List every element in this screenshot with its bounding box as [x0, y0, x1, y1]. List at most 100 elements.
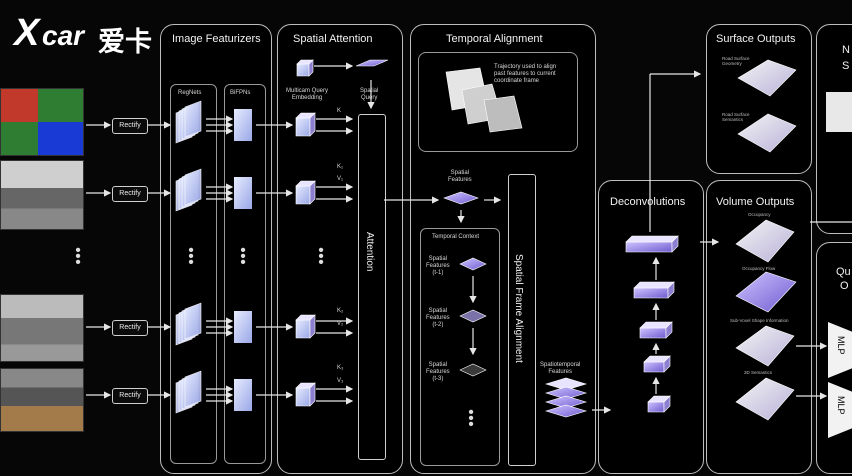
feat-t3-slab — [459, 363, 487, 377]
deconv-cube-2-side — [665, 321, 673, 339]
kv-cube-2-side — [309, 180, 316, 205]
deconv-cube-4-side — [663, 395, 671, 413]
rectify-button-4: Rectify — [112, 388, 148, 404]
v-label-3: V₃ — [337, 378, 344, 384]
brand-cn: 爱卡 — [98, 27, 152, 57]
multicam-cube-front — [296, 63, 310, 77]
kv-cube-4-side — [309, 382, 316, 407]
kv-cube-1-front — [295, 117, 311, 137]
mlp-label-2: MLP — [836, 396, 846, 415]
spatial-attention-title: Spatial Attention — [293, 33, 373, 45]
deconv-cube-4-front — [647, 401, 665, 413]
bifpn-block-2 — [234, 177, 252, 209]
spatiotemporal-layer-2 — [544, 395, 588, 409]
k-label-1: K₁ — [337, 164, 344, 170]
v-label-1: V₁ — [337, 176, 344, 182]
deconv-cube-0-top — [625, 235, 679, 243]
camera-frame-4 — [0, 368, 84, 432]
surface-shape-1 — [737, 59, 797, 97]
feat-t3-label: Spatial Features (t-3) — [426, 362, 450, 382]
right-top-title-s: S — [842, 60, 850, 72]
surface-geom-b: Road Surface Semantics — [722, 112, 750, 122]
feat-t1-slab — [459, 257, 487, 271]
spatial-features-current — [443, 191, 479, 205]
spatial-query-slab — [355, 59, 389, 67]
temporal-alignment-title: Temporal Alignment — [446, 33, 543, 45]
regnet-stack-2-layer-3 — [184, 168, 202, 206]
bifpn-block-4 — [234, 379, 252, 411]
k-label-2: K₂ — [337, 308, 344, 314]
surface-geom-a: Road Surface Geometry — [722, 56, 750, 66]
brand-logo: X car 爱卡 — [14, 12, 174, 57]
trajectory-note: Trajectory used to align past features t… — [494, 64, 557, 84]
volume-shape-occupancy — [735, 219, 795, 263]
ellipsis-temporal: ••• — [468, 404, 474, 433]
regnets-label: RegNets — [178, 90, 202, 96]
spatiotemporal-label: Spatiotemporal Features — [540, 362, 581, 375]
deconv-cube-1-top — [633, 281, 675, 289]
ellipsis-spatial: ••• — [318, 242, 324, 271]
volume-subvoxel: Sub-Voxel Shape Information — [730, 318, 789, 323]
v-label-2: V₂ — [337, 321, 344, 327]
spatial-features-label: Spatial Features — [448, 170, 472, 183]
temporal-context-label: Temporal Context — [432, 234, 480, 240]
regnets-column — [170, 84, 217, 464]
feat-t2-label: Spatial Features (t-2) — [426, 308, 450, 328]
spatiotemporal-layer-3 — [544, 404, 588, 418]
image-featurizers-title: Image Featurizers — [172, 33, 261, 45]
queries-title-2: O — [840, 280, 849, 292]
multicam-query-label: Multicam Query Embedding — [286, 88, 329, 101]
surface-outputs-panel — [706, 24, 812, 174]
mlp-label-1: MLP — [836, 336, 846, 355]
kv-cube-2-front — [295, 185, 311, 205]
volume-flow: Occupancy Flow — [742, 266, 776, 271]
temporal-context-box — [420, 228, 500, 466]
spatiotemporal-layer-1 — [544, 386, 588, 400]
multicam-cube-side — [308, 59, 314, 77]
k-label-0: K — [337, 108, 342, 114]
bifpns-label: BiFPNs — [230, 90, 251, 96]
bifpn-block-3 — [234, 311, 252, 343]
kv-cube-3-front — [295, 319, 311, 339]
volume-shape-semantics — [735, 377, 795, 421]
queries-title-1: Qu — [836, 266, 851, 278]
volume-semantics: 3D Semantics — [744, 370, 773, 375]
mlp-block-2 — [828, 382, 852, 438]
brand-x: X — [14, 12, 40, 54]
spatial-query-label: Spatial Query — [360, 88, 379, 101]
deconvolutions-title: Deconvolutions — [610, 196, 686, 208]
attention-label: Attention — [364, 232, 375, 272]
rectify-button-2: Rectify — [112, 186, 148, 202]
volume-outputs-title: Volume Outputs — [716, 196, 795, 208]
right-top-title-n: N — [842, 44, 850, 56]
deconv-cube-2-front — [639, 327, 667, 339]
mlp-block-1 — [828, 322, 852, 378]
surface-outputs-title: Surface Outputs — [716, 33, 796, 45]
k-label-3: K₃ — [337, 365, 344, 371]
frame-alignment-block — [508, 174, 536, 466]
deconv-cube-1-front — [633, 287, 669, 299]
feat-t1-label: Spatial Features (t-1) — [426, 256, 450, 276]
attention-block — [358, 114, 386, 460]
rectify-button-1: Rectify — [112, 118, 148, 134]
deconv-cube-3-side — [663, 355, 671, 373]
deconv-cube-3-front — [643, 361, 665, 373]
ellipsis-cameras: ••• — [75, 242, 81, 271]
kv-cube-1-side — [309, 112, 316, 137]
surface-shape-2 — [737, 113, 797, 153]
frame-alignment-label: Spatial Frame Alignment — [513, 254, 524, 363]
brand-car: car — [42, 20, 85, 51]
feat-t2-slab — [459, 309, 487, 323]
camera-frame-3 — [0, 294, 84, 362]
volume-shape-flow — [735, 271, 797, 313]
deconv-cube-1-side — [667, 281, 675, 299]
rectify-button-3: Rectify — [112, 320, 148, 336]
regnet-stack-4-layer-3 — [184, 370, 202, 408]
deconv-cube-0-side — [671, 235, 679, 253]
spatiotemporal-layer-0 — [544, 377, 588, 391]
camera-frame-1 — [0, 88, 84, 156]
regnet-stack-1-layer-3 — [184, 100, 202, 138]
kv-cube-4-front — [295, 387, 311, 407]
